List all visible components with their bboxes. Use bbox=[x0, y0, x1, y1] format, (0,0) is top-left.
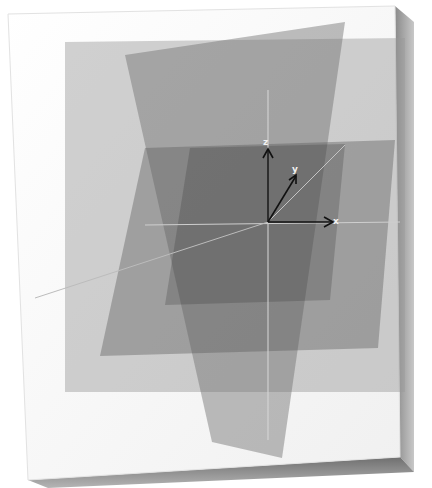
xy-plane bbox=[100, 140, 395, 356]
axis-label: y bbox=[292, 164, 298, 174]
axis-label: x bbox=[333, 216, 339, 226]
intersection-line bbox=[268, 145, 345, 222]
intersection-line bbox=[35, 222, 268, 298]
intersection-line bbox=[145, 222, 400, 225]
axes bbox=[263, 149, 333, 227]
axis-label: z bbox=[263, 137, 268, 147]
